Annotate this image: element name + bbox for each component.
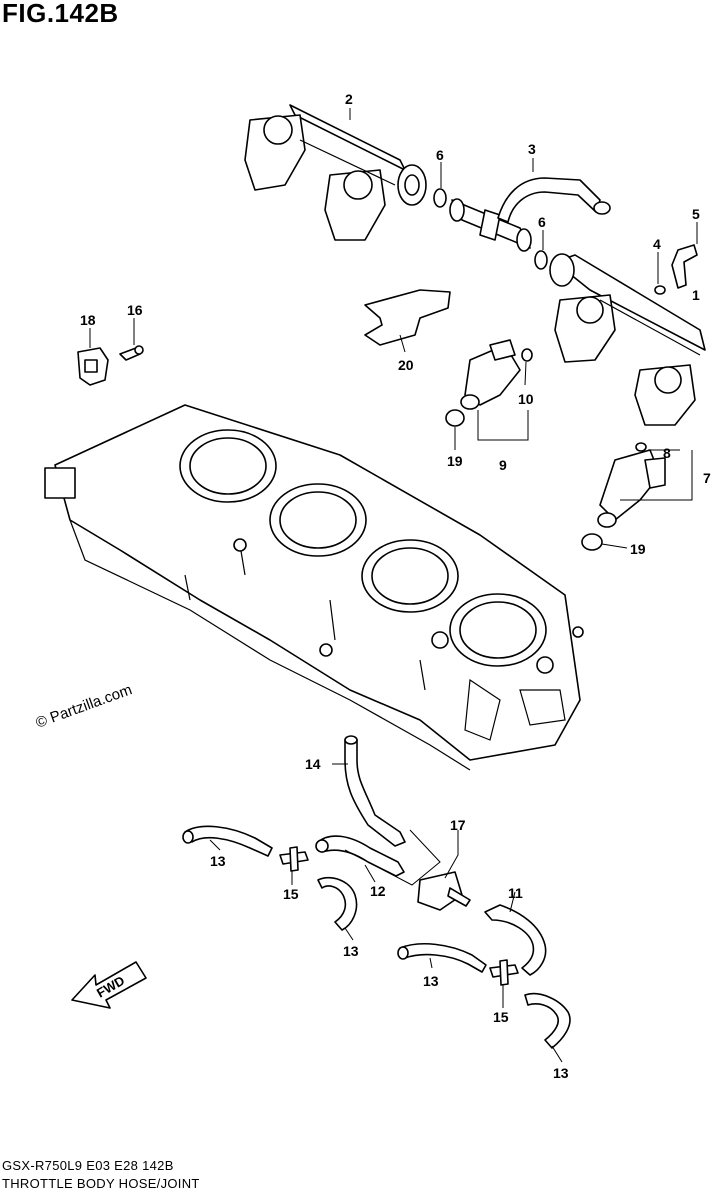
sensor-18[interactable] bbox=[77, 347, 109, 386]
valve-17[interactable] bbox=[417, 871, 471, 911]
fuel-delivery-pipe-lower[interactable] bbox=[549, 253, 706, 426]
callout-13-a: 13 bbox=[210, 853, 226, 869]
fuel-hose-3[interactable] bbox=[497, 177, 601, 223]
callout-18: 18 bbox=[80, 312, 96, 328]
callout-15-upper: 15 bbox=[283, 886, 299, 902]
hose-13-upper-left[interactable] bbox=[184, 825, 273, 857]
screw-16[interactable] bbox=[119, 345, 144, 361]
fuel-delivery-pipe-upper[interactable] bbox=[244, 104, 427, 241]
three-way-joint-15-upper[interactable] bbox=[279, 846, 309, 872]
callout-3: 3 bbox=[528, 141, 536, 157]
callout-16: 16 bbox=[127, 302, 143, 318]
figure-title: FIG.142B bbox=[2, 0, 119, 28]
hose-13-mid-left[interactable] bbox=[317, 876, 358, 931]
injector-upper[interactable] bbox=[460, 339, 521, 410]
callout-13-b: 13 bbox=[343, 943, 359, 959]
callout-4: 4 bbox=[653, 236, 661, 252]
cushion-19-lower[interactable] bbox=[581, 533, 603, 551]
callout-7: 7 bbox=[703, 470, 711, 486]
callout-17: 17 bbox=[450, 817, 466, 833]
callout-20: 20 bbox=[398, 357, 414, 373]
callout-2: 2 bbox=[345, 91, 353, 107]
callout-6-lower: 6 bbox=[538, 214, 546, 230]
callout-12: 12 bbox=[370, 883, 386, 899]
hose-12[interactable] bbox=[317, 835, 405, 877]
callout-9: 9 bbox=[499, 457, 507, 473]
o-ring-lower[interactable] bbox=[534, 250, 548, 270]
figure-caption: THROTTLE BODY HOSE/JOINT bbox=[2, 1176, 200, 1191]
cushion-19-upper[interactable] bbox=[445, 409, 465, 427]
hose-13-lower-right[interactable] bbox=[524, 993, 571, 1049]
bolt-5[interactable] bbox=[671, 244, 698, 289]
callout-5: 5 bbox=[692, 206, 700, 222]
watermark-text: © Partzilla.com bbox=[34, 681, 135, 732]
o-ring-10[interactable] bbox=[521, 348, 533, 362]
callout-14: 14 bbox=[305, 756, 321, 772]
callout-10: 10 bbox=[518, 391, 534, 407]
injector-lower[interactable] bbox=[597, 449, 666, 528]
o-ring-8[interactable] bbox=[635, 442, 647, 452]
hose-14[interactable] bbox=[344, 739, 406, 847]
leader-lines bbox=[89, 108, 698, 1063]
o-ring-upper[interactable] bbox=[433, 188, 447, 208]
hose-13-lower-middle[interactable] bbox=[399, 943, 487, 973]
callout-11: 11 bbox=[508, 885, 523, 901]
callout-15-lower: 15 bbox=[493, 1009, 509, 1025]
callout-19-lower: 19 bbox=[630, 541, 646, 557]
three-way-joint-15-lower[interactable] bbox=[489, 959, 519, 986]
model-code: GSX-R750L9 E03 E28 142B bbox=[2, 1158, 174, 1173]
callout-1: 1 bbox=[692, 287, 700, 303]
callout-13-d: 13 bbox=[553, 1065, 569, 1081]
washer-4[interactable] bbox=[654, 285, 666, 295]
throttle-body-assembly[interactable] bbox=[44, 404, 584, 771]
forward-arrow-icon: FWD bbox=[71, 961, 147, 1009]
callout-6-upper: 6 bbox=[436, 147, 444, 163]
callout-13-c: 13 bbox=[423, 973, 439, 989]
callout-8: 8 bbox=[663, 445, 671, 461]
callout-numbers: 2 6 3 6 5 4 1 16 18 20 10 19 9 8 7 19 14… bbox=[80, 91, 711, 1081]
fuel-joint-pipe[interactable] bbox=[449, 198, 532, 252]
bracket-20[interactable] bbox=[364, 289, 451, 346]
hose-11[interactable] bbox=[484, 904, 547, 976]
callout-19-upper: 19 bbox=[447, 453, 463, 469]
